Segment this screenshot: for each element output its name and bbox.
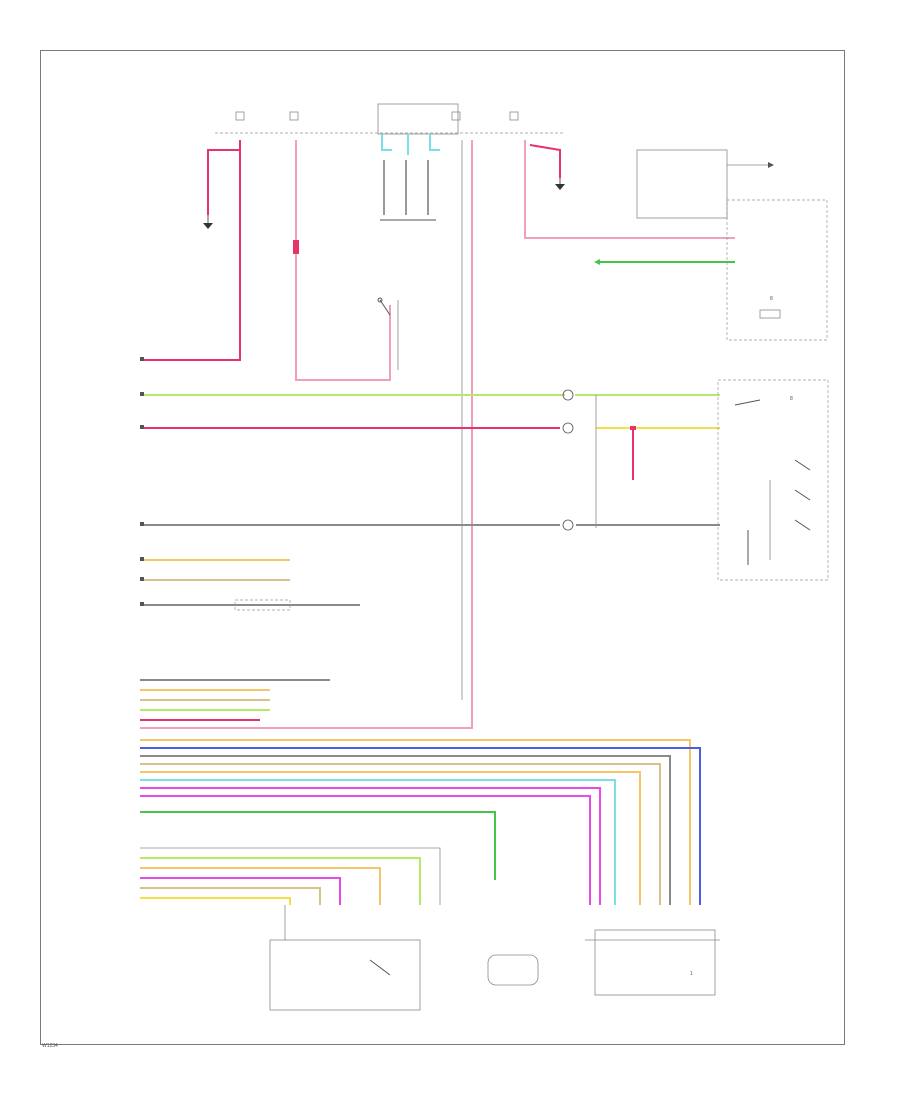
diagram-code: W1234 bbox=[42, 1043, 58, 1049]
splice-3 bbox=[562, 519, 574, 531]
magenta-wire-long-1 bbox=[140, 787, 601, 905]
ground-right bbox=[555, 178, 565, 190]
rear-washer-pump bbox=[487, 954, 539, 986]
instrument-panel-cluster: 8 bbox=[726, 199, 828, 341]
magenta-wire-long-2 bbox=[140, 795, 591, 905]
connector-left bbox=[293, 240, 299, 254]
red-wire-right-ground bbox=[529, 144, 561, 178]
orange-wire-bottom bbox=[140, 867, 381, 905]
svg-text:1: 1 bbox=[690, 971, 693, 977]
pink-wire-left-branch bbox=[295, 140, 391, 381]
pink-wire-main-trunk bbox=[140, 140, 473, 729]
green-wire-long bbox=[140, 811, 496, 880]
splice-1 bbox=[562, 389, 574, 401]
inline-connector bbox=[234, 599, 291, 611]
gray-wire-long bbox=[140, 755, 671, 905]
splice-2 bbox=[562, 422, 574, 434]
windshield-wiper-motor: 1 bbox=[585, 929, 720, 996]
steering-wheel-switch: 8 bbox=[717, 379, 829, 581]
center-switch-symbol bbox=[377, 297, 399, 370]
diagram-frame bbox=[40, 50, 845, 1045]
blue-wire-long bbox=[140, 747, 701, 905]
center-module-cyan bbox=[377, 103, 459, 221]
svg-text:8: 8 bbox=[770, 296, 773, 302]
ground-left bbox=[203, 215, 213, 229]
pin-column bbox=[140, 357, 144, 606]
top-right-relay bbox=[636, 149, 774, 219]
cyan-wire-long bbox=[140, 779, 616, 905]
yellow-wire-bottom bbox=[140, 897, 291, 905]
tan-wire-bottom bbox=[140, 887, 321, 905]
fuse-block-left bbox=[235, 111, 519, 121]
front-washer-pump bbox=[269, 905, 421, 1011]
red-wire-power-left bbox=[207, 140, 241, 215]
svg-text:8: 8 bbox=[790, 396, 793, 402]
connector-mid bbox=[630, 426, 636, 430]
pink-wire-ipc bbox=[524, 140, 735, 239]
orange-wire-long-2 bbox=[140, 771, 641, 905]
red-wire-batt-feed bbox=[140, 150, 241, 361]
magenta-wire-bottom bbox=[140, 877, 341, 905]
orange-wire-long-1 bbox=[140, 739, 691, 905]
tan-wire-long bbox=[140, 763, 661, 905]
thin-wire-bottom-1 bbox=[140, 847, 441, 905]
lime-wire-bottom bbox=[140, 857, 421, 905]
